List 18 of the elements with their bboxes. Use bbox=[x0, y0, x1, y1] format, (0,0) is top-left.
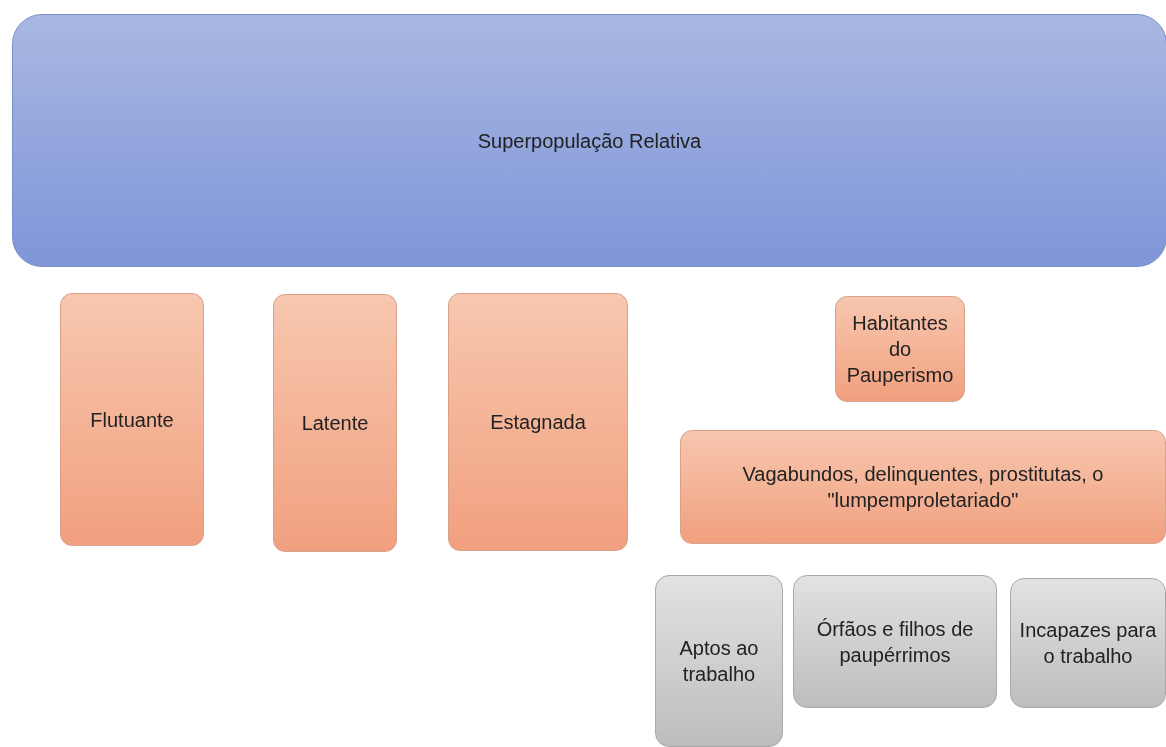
subcategory-box bbox=[793, 575, 997, 708]
category-box bbox=[835, 296, 965, 402]
box-label: Superpopulação Relativa bbox=[476, 128, 703, 154]
category-box bbox=[60, 293, 204, 546]
category-box bbox=[680, 430, 1166, 544]
subcategory-box bbox=[655, 575, 783, 747]
box-label: Incapazes para o trabalho bbox=[1018, 618, 1158, 669]
subcategory-box bbox=[1010, 578, 1166, 708]
category-box bbox=[448, 293, 628, 551]
category-header-box bbox=[12, 14, 1166, 267]
box-label: Aptos ao trabalho bbox=[678, 636, 760, 687]
box-label: Latente bbox=[300, 411, 370, 436]
category-box bbox=[273, 294, 397, 552]
box-label: Flutuante bbox=[89, 407, 175, 433]
box-label: Órfãos e filhos de paupérrimos bbox=[815, 616, 975, 668]
box-label: Vagabundos, delinquentes, prostitutas, o "lumpemproletariado" bbox=[741, 462, 1105, 513]
box-label: Estagnada bbox=[489, 410, 587, 435]
box-label: Habitantes do Pauperismo bbox=[845, 311, 955, 388]
